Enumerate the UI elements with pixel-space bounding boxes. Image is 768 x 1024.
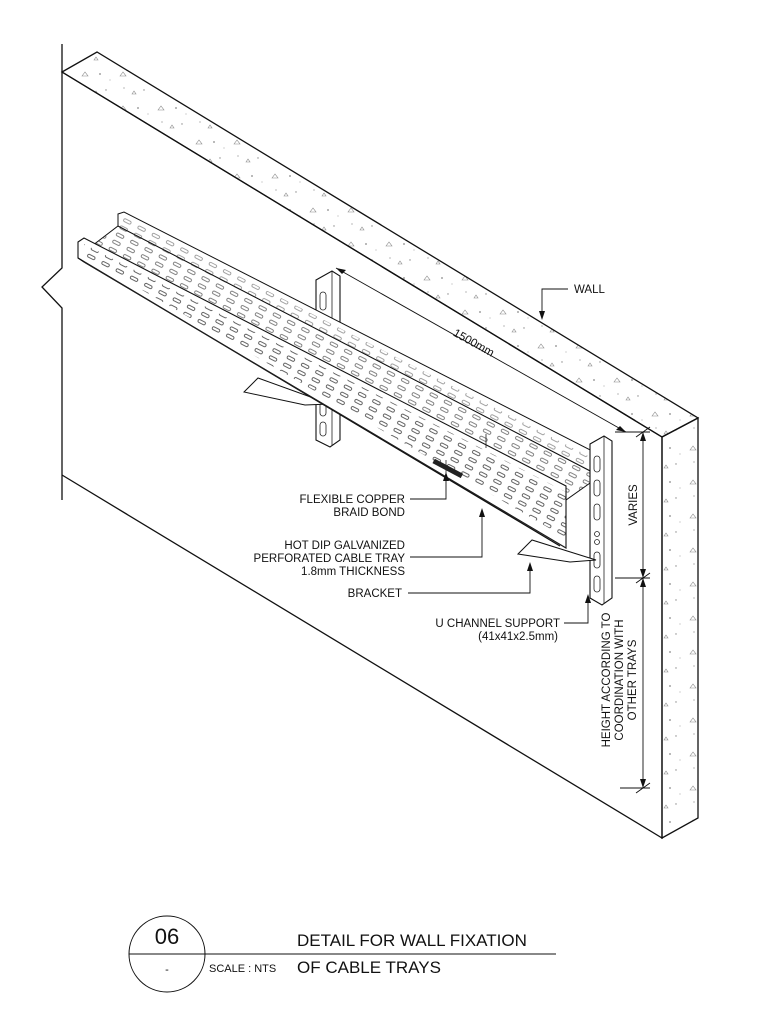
label-wall: WALL bbox=[574, 284, 605, 296]
tray-callout: HOT DIP GALVANIZED PERFORATED CABLE TRAY… bbox=[254, 508, 485, 578]
label-varies: VARIES bbox=[628, 484, 640, 526]
bracket-callout: BRACKET bbox=[348, 562, 533, 600]
title-block: 06 - SCALE : NTS DETAIL FOR WALL FIXATIO… bbox=[128, 915, 556, 993]
label-bracket: BRACKET bbox=[348, 588, 402, 600]
u-channel-callout: U CHANNEL SUPPORT (41x41x2.5mm) bbox=[435, 594, 591, 643]
label-tray-1: HOT DIP GALVANIZED bbox=[284, 540, 405, 552]
title-line-1: DETAIL FOR WALL FIXATION bbox=[297, 931, 527, 950]
wall-break-line bbox=[41, 44, 63, 500]
wall-end-face bbox=[661, 416, 699, 840]
bracket-right bbox=[516, 539, 597, 563]
copper-braid-bond bbox=[432, 458, 464, 479]
title-line-2: OF CABLE TRAYS bbox=[297, 958, 441, 977]
label-height-2: COORDINATION WITH bbox=[614, 619, 626, 740]
cable-tray bbox=[77, 211, 607, 549]
scale-label: SCALE : NTS bbox=[209, 963, 276, 975]
label-uchannel-2: (41x41x2.5mm) bbox=[478, 631, 558, 643]
label-uchannel-1: U CHANNEL SUPPORT bbox=[435, 618, 560, 630]
label-flexible-bond-1: FLEXIBLE COPPER bbox=[300, 494, 405, 506]
label-height-1: HEIGHT ACCORDING TO bbox=[601, 613, 613, 748]
label-height-3: OTHER TRAYS bbox=[627, 639, 639, 720]
label-tray-3: 1.8mm THICKNESS bbox=[301, 566, 405, 578]
copper-bond-callout: FLEXIBLE COPPER BRAID BOND bbox=[300, 472, 449, 519]
vertical-dimensions: VARIES HEIGHT ACCORDING TO COORDINATION … bbox=[601, 426, 651, 794]
sheet-ref: - bbox=[165, 964, 169, 976]
wall bbox=[41, 44, 700, 840]
u-channel-support-right bbox=[589, 435, 613, 606]
label-tray-2: PERFORATED CABLE TRAY bbox=[254, 553, 406, 565]
wall-callout: WALL bbox=[539, 284, 605, 320]
detail-number: 06 bbox=[155, 924, 179, 949]
label-flexible-bond-2: BRAID BOND bbox=[333, 507, 405, 519]
wall-front-face bbox=[61, 71, 663, 840]
